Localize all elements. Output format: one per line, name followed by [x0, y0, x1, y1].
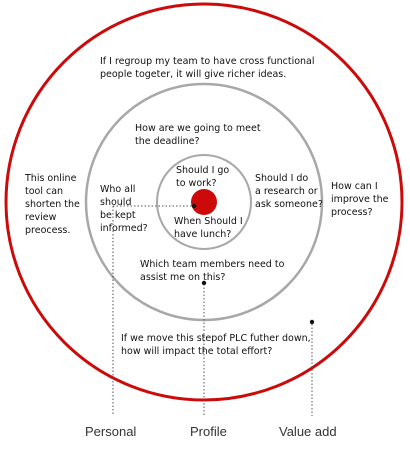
label-profile: Profile	[190, 424, 227, 439]
note-improve-process: How can I improve the process?	[331, 181, 389, 218]
note-online-tool: This online tool can shorten the review …	[25, 173, 80, 236]
note-team-members: Which team members need to assist me on …	[140, 259, 285, 283]
note-research-or-ask: Should I do a research or ask someone?	[255, 173, 323, 210]
note-plc-step: If we move this stepof PLC futher down, …	[121, 333, 311, 357]
note-lunch: When Should I have lunch?	[174, 216, 243, 240]
note-who-informed: Who all should be kept informed?	[100, 184, 148, 234]
label-personal: Personal	[85, 424, 137, 439]
inner-ring-profile	[156, 154, 252, 250]
note-meet-deadline: How are we going to meet the deadline?	[135, 123, 261, 147]
label-value-add: Value add	[279, 424, 337, 439]
value-add-pointer-dot	[309, 319, 315, 325]
note-regroup-team: If I regroup my team to have cross funct…	[100, 56, 315, 80]
profile-pointer-dot	[201, 280, 207, 286]
center-dot	[191, 189, 217, 215]
personal-pointer-dot	[191, 203, 197, 209]
note-go-to-work: Should I go to work?	[176, 165, 230, 189]
